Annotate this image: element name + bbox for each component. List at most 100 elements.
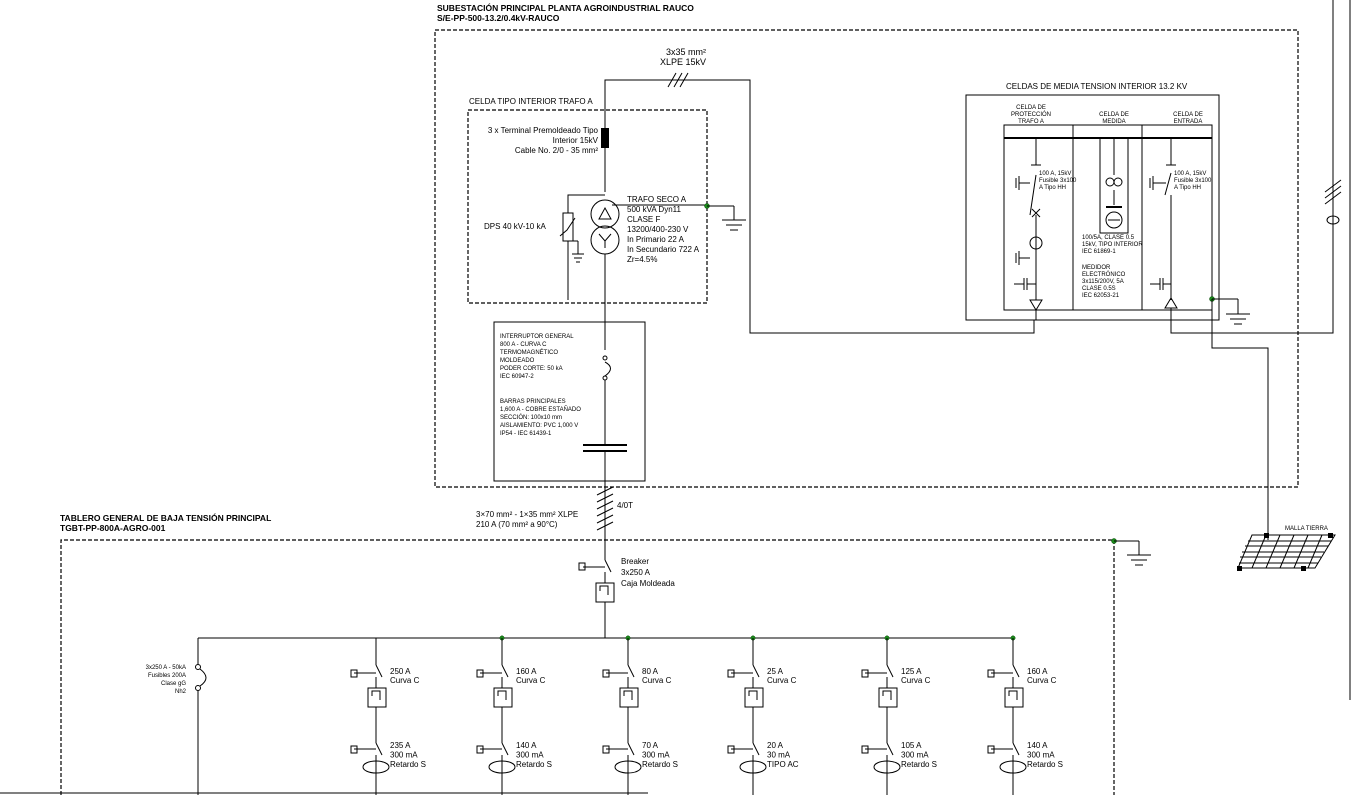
main-switch-1: INTERRUPTOR GENERAL (500, 334, 574, 340)
mv-cells-boundary (965, 94, 1220, 321)
rcd-label-1: 105 A (901, 741, 922, 750)
mv-col2-title-1: CELDA DE (1099, 112, 1129, 118)
rcd-label-3: Retardo S (1027, 760, 1063, 769)
mv-col1-title-2: PROTECCIÓN (1011, 111, 1051, 118)
breaker-icon (987, 664, 1024, 743)
breaker-icon (476, 664, 513, 743)
mv-cells-title: CELDAS DE MEDIA TENSION INTERIOR 13.2 KV (1006, 82, 1188, 91)
ground-icon (1212, 298, 1250, 325)
mv-meter-3: 3x115/200V, 5A (1082, 279, 1124, 285)
trafo-cell-title: CELDA TIPO INTERIOR TRAFO A (469, 97, 593, 106)
breaker-icon (727, 664, 764, 743)
rcd-label-2: 30 mA (767, 751, 791, 760)
mv-metering-icon (1099, 137, 1129, 234)
breaker-rating: 160 A (1027, 667, 1048, 676)
mv-meter-4: CLASE 0.5S (1082, 286, 1116, 292)
rcd-label-1: 20 A (767, 741, 784, 750)
rcd-label-3: Retardo S (516, 760, 552, 769)
rcd-icon (727, 742, 767, 795)
lv-fuse-4: Nh2 (175, 689, 187, 695)
mv-cable-tick-marks (667, 72, 689, 88)
mv-fuse3-label-2: Fusible 3x100 (1174, 178, 1212, 184)
mv-meter-ct-1: 100/5A, CLASE 0.5 (1082, 235, 1135, 241)
terminal-label-3: Cable No. 2/0 - 35 mm² (515, 146, 598, 155)
mv-cable-label-2: XLPE 15kV (660, 57, 706, 67)
lv-fuse-3: Clase gG (161, 681, 186, 687)
breaker-rating: 250 A (390, 667, 411, 676)
lv-cable-label-2: 210 A (70 mm² a 90°C) (476, 520, 558, 529)
incoming-ct-icon (1326, 215, 1340, 225)
substation-title: SUBESTACIÓN PRINCIPAL PLANTA AGROINDUSTR… (437, 2, 694, 13)
breaker-curve: Curva C (767, 676, 797, 685)
breaker-curve: Curva C (642, 676, 672, 685)
rcd-label-3: Retardo S (901, 760, 937, 769)
lv-breaker-1: Breaker (621, 557, 649, 566)
rcd-label-2: 300 mA (516, 751, 544, 760)
rcd-label-3: Retardo S (642, 760, 678, 769)
mv-col3-title-1: CELDA DE (1173, 112, 1203, 118)
lv-cable-label-1: 3×70 mm² - 1×35 mm² XLPE (476, 510, 578, 519)
mv-protection-switch-icon (1014, 138, 1043, 320)
mv-meter-ct-2: 15kV, TIPO INTERIOR (1082, 242, 1143, 248)
ground-mesh-icon (1237, 533, 1336, 571)
rcd-label-1: 140 A (1027, 741, 1048, 750)
main-switch-5: PODER CORTE: 50 kA (500, 366, 563, 372)
mv-meter-ct-3: IEC 61869-1 (1082, 249, 1116, 255)
substation-code: S/E-PP-500-13.2/0.4kV-RAUCO (437, 13, 560, 23)
main-switch-3: TERMOMAGNÉTICO (500, 349, 558, 356)
breaker-rating: 80 A (642, 667, 659, 676)
mv-incoming-switch-icon (1149, 138, 1178, 320)
rcd-icon (602, 742, 642, 795)
main-switch-4: MOLDEADO (500, 358, 535, 364)
main-switch-2: 800 A - CURVA C (500, 342, 547, 348)
rcd-label-1: 140 A (516, 741, 537, 750)
mv-col3-title-2: ENTRADA (1174, 119, 1203, 125)
trafo-spec-4: 13200/400-230 V (627, 225, 689, 234)
mv-fuse1-label-2: Fusible 3x100 (1039, 178, 1077, 184)
mv-cable-label-1: 3x35 mm² (666, 47, 706, 57)
breaker-rating: 160 A (516, 667, 537, 676)
mv-col1-title-3: TRAFO A (1018, 119, 1044, 125)
lv-cable-tick-marks (596, 486, 614, 531)
main-breaker-icon (583, 355, 627, 560)
mv-col2-title-2: MEDIDA (1102, 119, 1125, 125)
lv-breaker-2: 3x250 A (621, 568, 651, 577)
lv-board-code: TGBT-PP-800A-AGRO-001 (60, 523, 166, 533)
main-switch-6: IEC 60947-2 (500, 374, 534, 380)
terminal-label-1: 3 x Terminal Premoldeado Tipo (488, 126, 599, 135)
trafo-spec-5: In Primario 22 A (627, 235, 685, 244)
rcd-label-1: 235 A (390, 741, 411, 750)
rcd-label-2: 300 mA (901, 751, 929, 760)
main-switch-box (493, 321, 646, 482)
trafo-spec-1: TRAFO SECO A (627, 195, 687, 204)
rcd-label-2: 300 mA (642, 751, 670, 760)
breaker-icon (861, 664, 898, 743)
rcd-icon (350, 742, 390, 795)
trafo-spec-3: CLASE F (627, 215, 660, 224)
trafo-spec-2: 500 kVA Dyn11 (627, 205, 682, 214)
ground-mesh-label: MALLA TIERRA (1285, 526, 1328, 532)
mv-meter-5: IEC 62053-21 (1082, 293, 1120, 299)
breaker-icon (602, 664, 639, 743)
lv-board-boundary (60, 539, 1115, 795)
rcd-label-2: 300 mA (390, 751, 418, 760)
breaker-curve: Curva C (901, 676, 931, 685)
mv-fuse3-label-3: A Tipo HH (1174, 185, 1201, 191)
rcd-icon (476, 742, 516, 795)
terminal-label-2: Interior 15kV (553, 136, 599, 145)
breaker-curve: Curva C (1027, 676, 1057, 685)
rcd-icon (861, 742, 901, 795)
mv-meter-2: ELECTRÓNICO (1082, 271, 1126, 278)
lv-board-title: TABLERO GENERAL DE BAJA TENSIÓN PRINCIPA… (60, 512, 271, 523)
lv-breaker-3: Caja Moldeada (621, 579, 675, 588)
mv-meter-1: MEDIDOR (1082, 265, 1111, 271)
mv-col1-title-1: CELDA DE (1016, 105, 1046, 111)
trafo-spec-7: Zr=4.5% (627, 255, 657, 264)
